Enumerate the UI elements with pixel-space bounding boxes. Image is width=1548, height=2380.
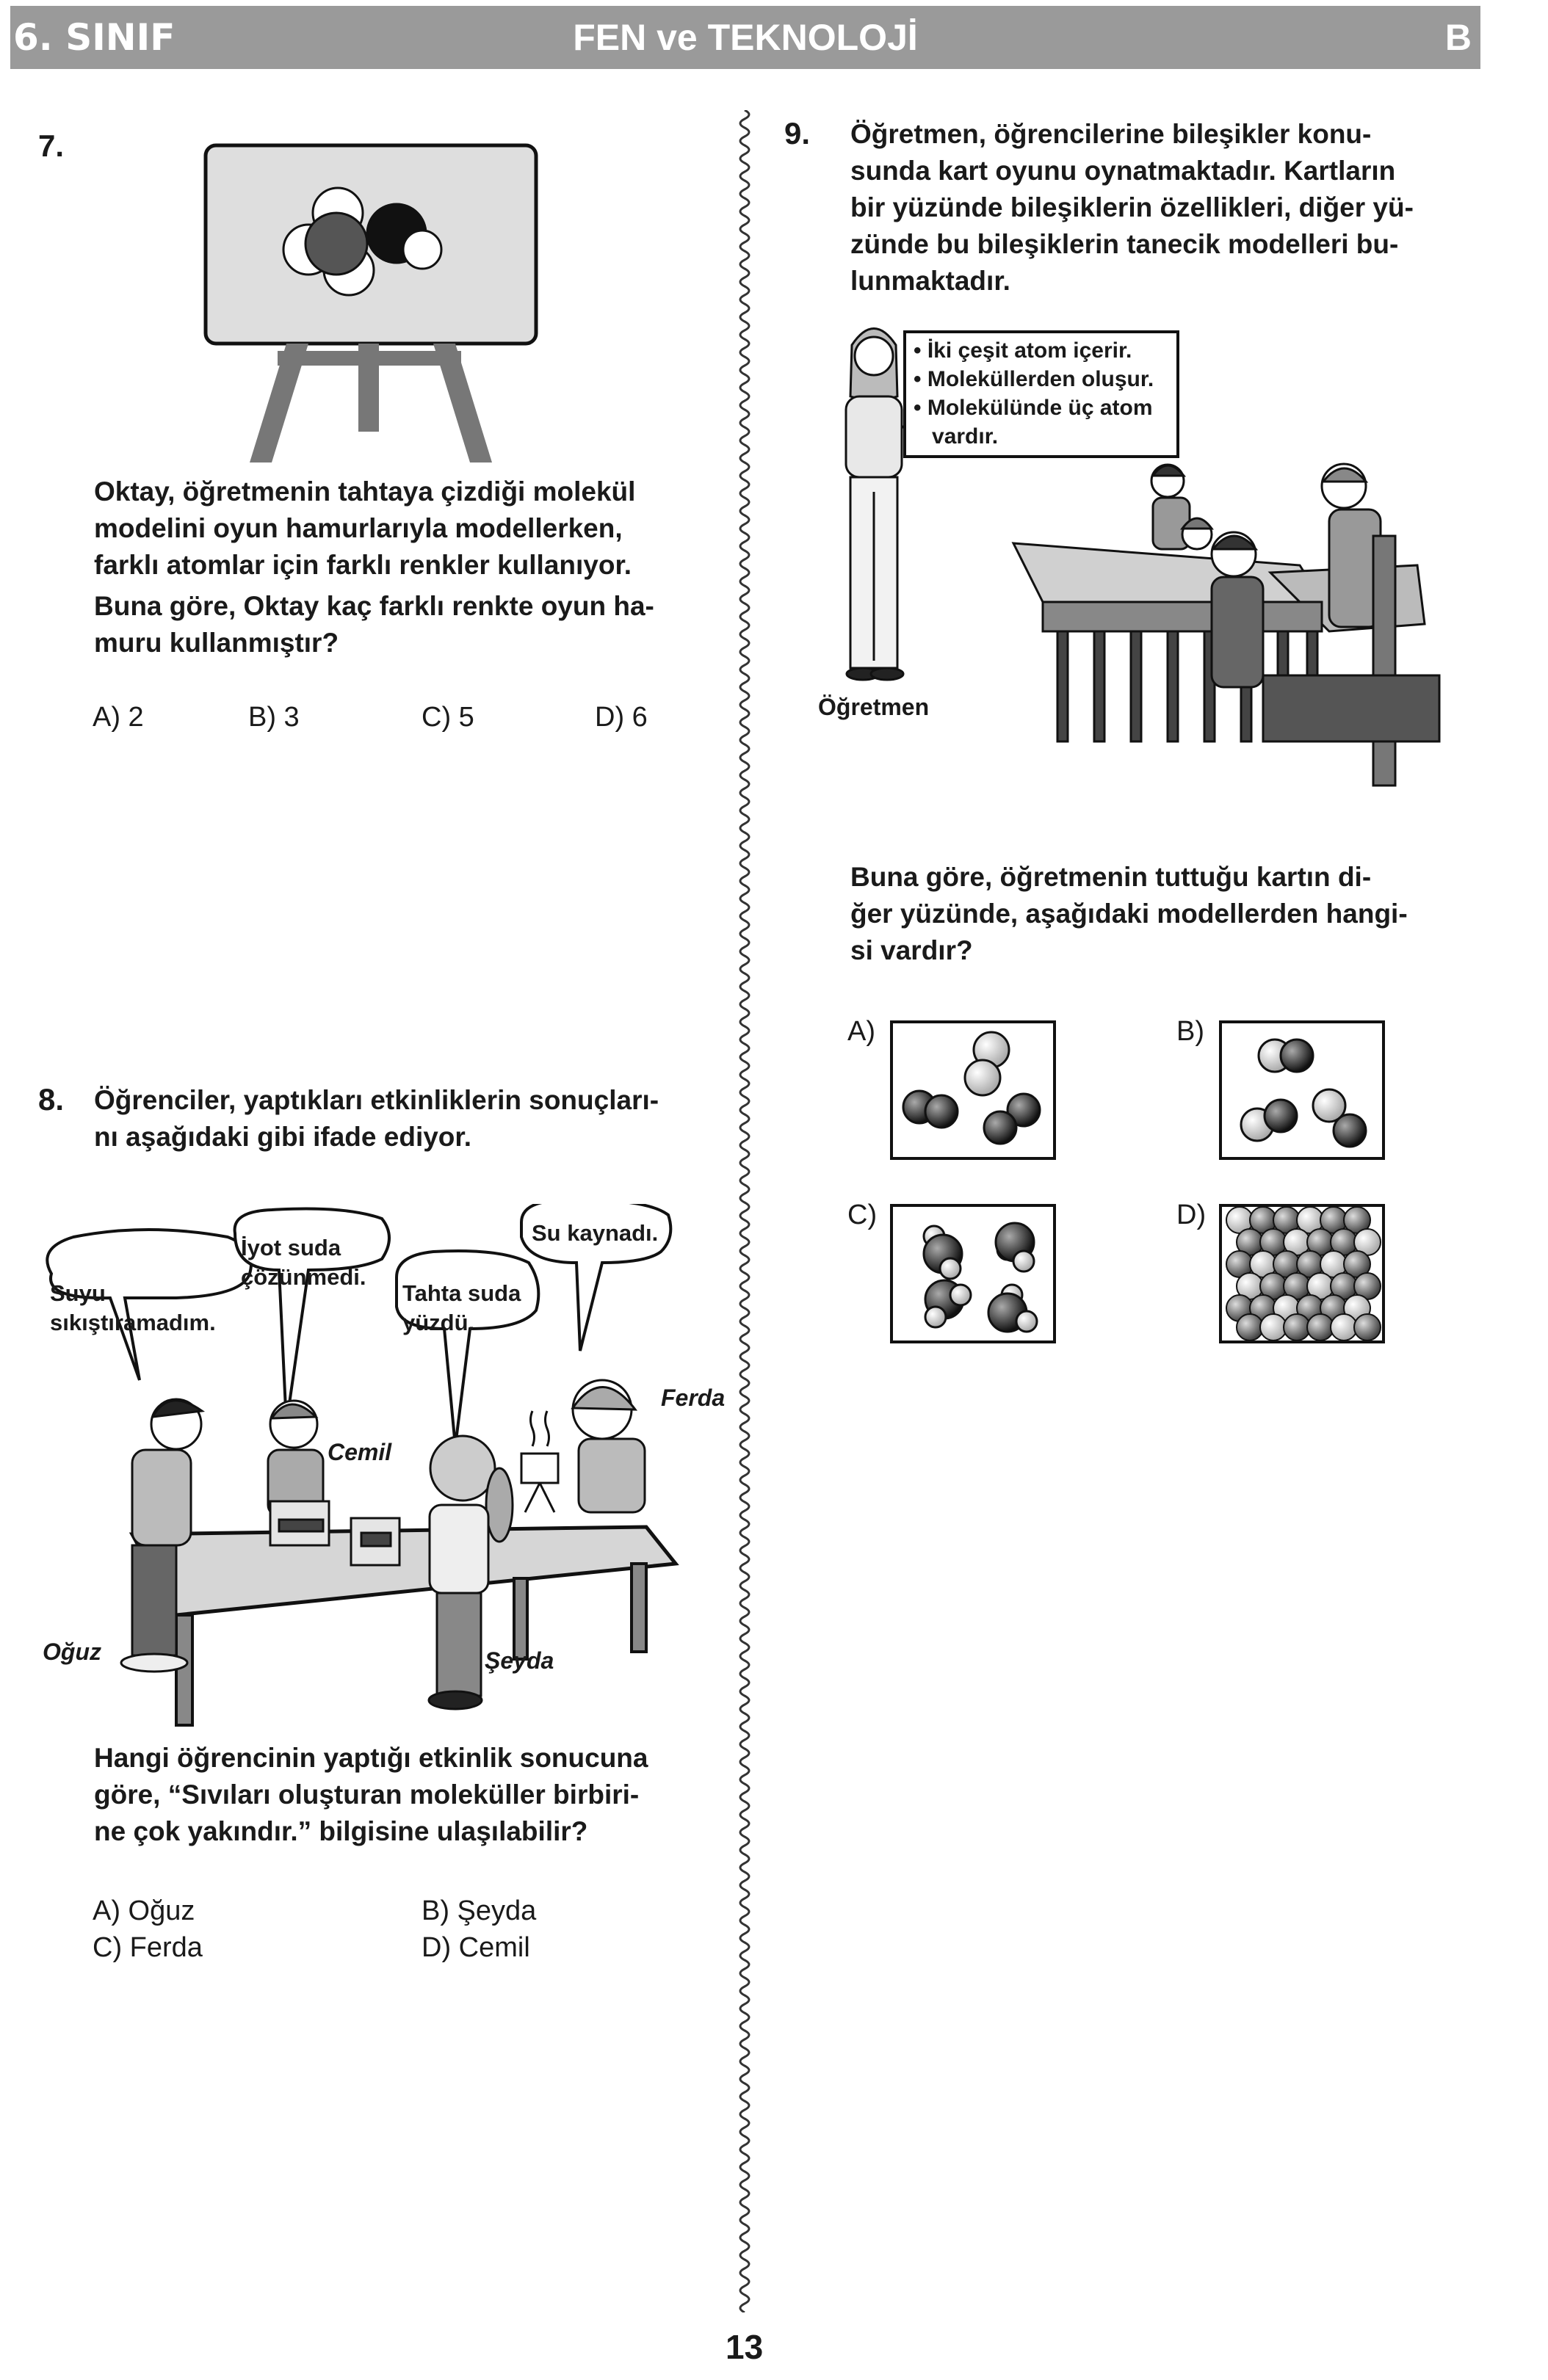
q9-option-d-model[interactable] [1219,1204,1385,1343]
student-oguz [120,1398,206,1673]
q7-option-a[interactable]: A) 2 [93,702,144,733]
q7-easel-board [203,143,538,462]
q8-students-table-illustration [120,1379,679,1727]
grade-label: 6. SINIF [13,16,176,59]
q8-speech-bubbles [46,1204,673,1447]
booklet-label: B [1444,17,1472,58]
q7-text: Oktay, öğretmenin tahtaya çizdiği molekü… [94,476,654,658]
q9-option-c-label[interactable]: C) [847,1200,878,1230]
q7-option-d[interactable]: D) 6 [595,702,648,733]
q9-option-a-model[interactable] [890,1020,1056,1160]
molecule-model-icon [282,186,443,297]
q9-option-b-label[interactable]: B) [1176,1016,1204,1047]
student-ferda [520,1379,646,1514]
subject-title: FEN ve TEKNOLOJİ [573,17,918,58]
q9-intro: Öğretmen, öğrencilerine bileşikler konu-… [850,119,1414,296]
q8-question: Hangi öğrencinin yaptığı etkinlik sonucu… [94,1743,648,1846]
name-cemil: Cemil [328,1439,392,1465]
q8-option-d[interactable]: D) Cemil [422,1932,530,1963]
q7-number: 7. [38,128,65,163]
q9-option-b-model[interactable] [1219,1020,1385,1160]
q8-option-b[interactable]: B) Şeyda [422,1895,537,1926]
q9-option-c-model[interactable] [890,1204,1056,1343]
name-ferda: Ferda [661,1385,726,1411]
bubble-ferda: Su kaynadı. [532,1220,659,1246]
teacher-card [903,330,1179,458]
q8-option-a[interactable]: A) Oğuz [93,1895,195,1926]
name-seyda: Şeyda [485,1647,554,1674]
q9-number: 9. [784,116,811,150]
q9-option-a-label[interactable]: A) [847,1016,875,1047]
q8-option-c[interactable]: C) Ferda [93,1932,203,1963]
q9-question: Buna göre, öğretmenin tuttuğu kartın di-… [850,862,1408,965]
q7-option-c[interactable]: C) 5 [422,702,474,733]
student-seyda [350,1434,514,1710]
q9-option-d-label[interactable]: D) [1176,1200,1207,1230]
teacher-figure [844,327,927,681]
page-header: 6. SINIF FEN ve TEKNOLOJİ B [10,6,1480,69]
q8-number: 8. [38,1082,65,1117]
q9-classroom-illustration [844,327,1441,787]
q8-intro: Öğrenciler, yaptıkları etkinliklerin son… [94,1085,659,1152]
student-cemil [267,1399,330,1547]
teacher-label: Öğretmen [818,694,930,720]
column-divider [739,110,751,2312]
card-properties: • İki çeşit atom içerir. • Moleküllerden… [914,338,1154,449]
page-number: 13 [726,2328,764,2366]
q7-option-b[interactable]: B) 3 [248,702,300,733]
name-oguz: Oğuz [43,1639,101,1665]
